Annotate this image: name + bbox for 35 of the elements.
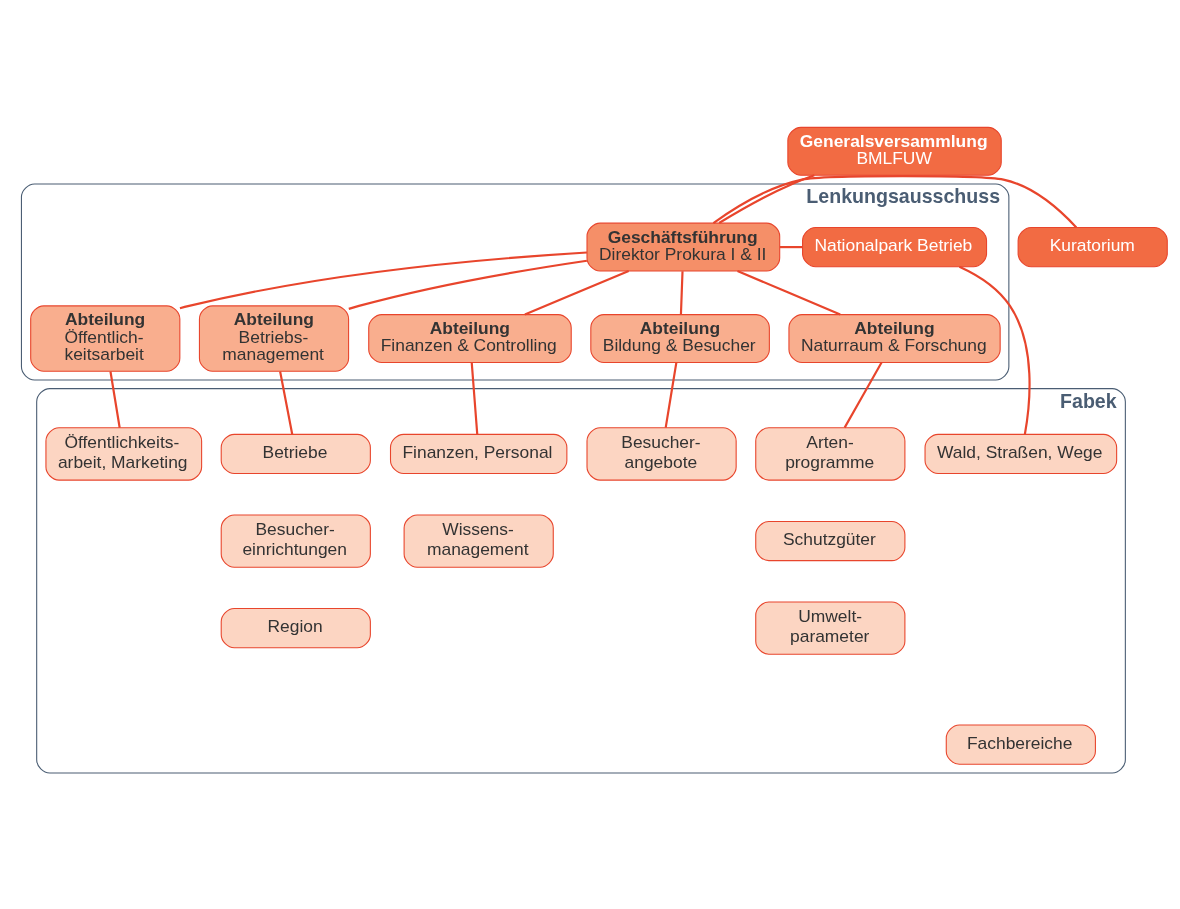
node-box: Abteilung Bildung & Besucher	[590, 314, 770, 364]
node-box: Wissens- management	[403, 514, 554, 568]
connector	[679, 271, 684, 315]
connector	[348, 259, 588, 310]
connector	[843, 362, 883, 429]
node-box: Öffentlichkeits- arbeit, Marketing	[45, 427, 203, 481]
connector	[109, 371, 121, 428]
node-box: Betriebe	[220, 433, 371, 475]
node-box: Besucher- einrichtungen	[220, 514, 371, 568]
connector	[958, 265, 1031, 435]
node-box: Kuratorium	[1017, 226, 1168, 268]
node-box: Arten- programme	[755, 427, 906, 481]
connector	[279, 371, 294, 435]
node-box: Schutzgüter	[755, 520, 906, 562]
node-box: Generalsversammlung BMLFUW	[787, 126, 1002, 176]
node-box: Umwelt- parameter	[755, 601, 906, 655]
connector	[779, 246, 803, 249]
node-box: Besucher- angebote	[586, 427, 737, 481]
connector	[179, 251, 587, 310]
node-box: Abteilung Betriebs- management	[198, 305, 350, 372]
node-box: Wald, Straßen, Wege	[924, 433, 1118, 475]
node-box: Geschäftsführung Direktor Prokura I & II	[586, 222, 781, 272]
connector	[664, 362, 678, 428]
connector	[718, 174, 815, 224]
node-box: Abteilung Öffentlich- keitsarbeit	[30, 305, 181, 372]
connector	[712, 175, 1078, 229]
node-box: Abteilung Finanzen & Controlling	[368, 314, 572, 364]
connector	[470, 362, 479, 435]
node-box: Finanzen, Personal	[389, 433, 568, 475]
node-box: Fachbereiche	[945, 724, 1096, 765]
node-box: Abteilung Naturraum & Forschung	[788, 314, 1001, 364]
node-box: Region	[220, 608, 371, 649]
node-box: Nationalpark Betrieb	[802, 226, 988, 268]
connector	[737, 270, 841, 316]
connector	[524, 270, 630, 316]
